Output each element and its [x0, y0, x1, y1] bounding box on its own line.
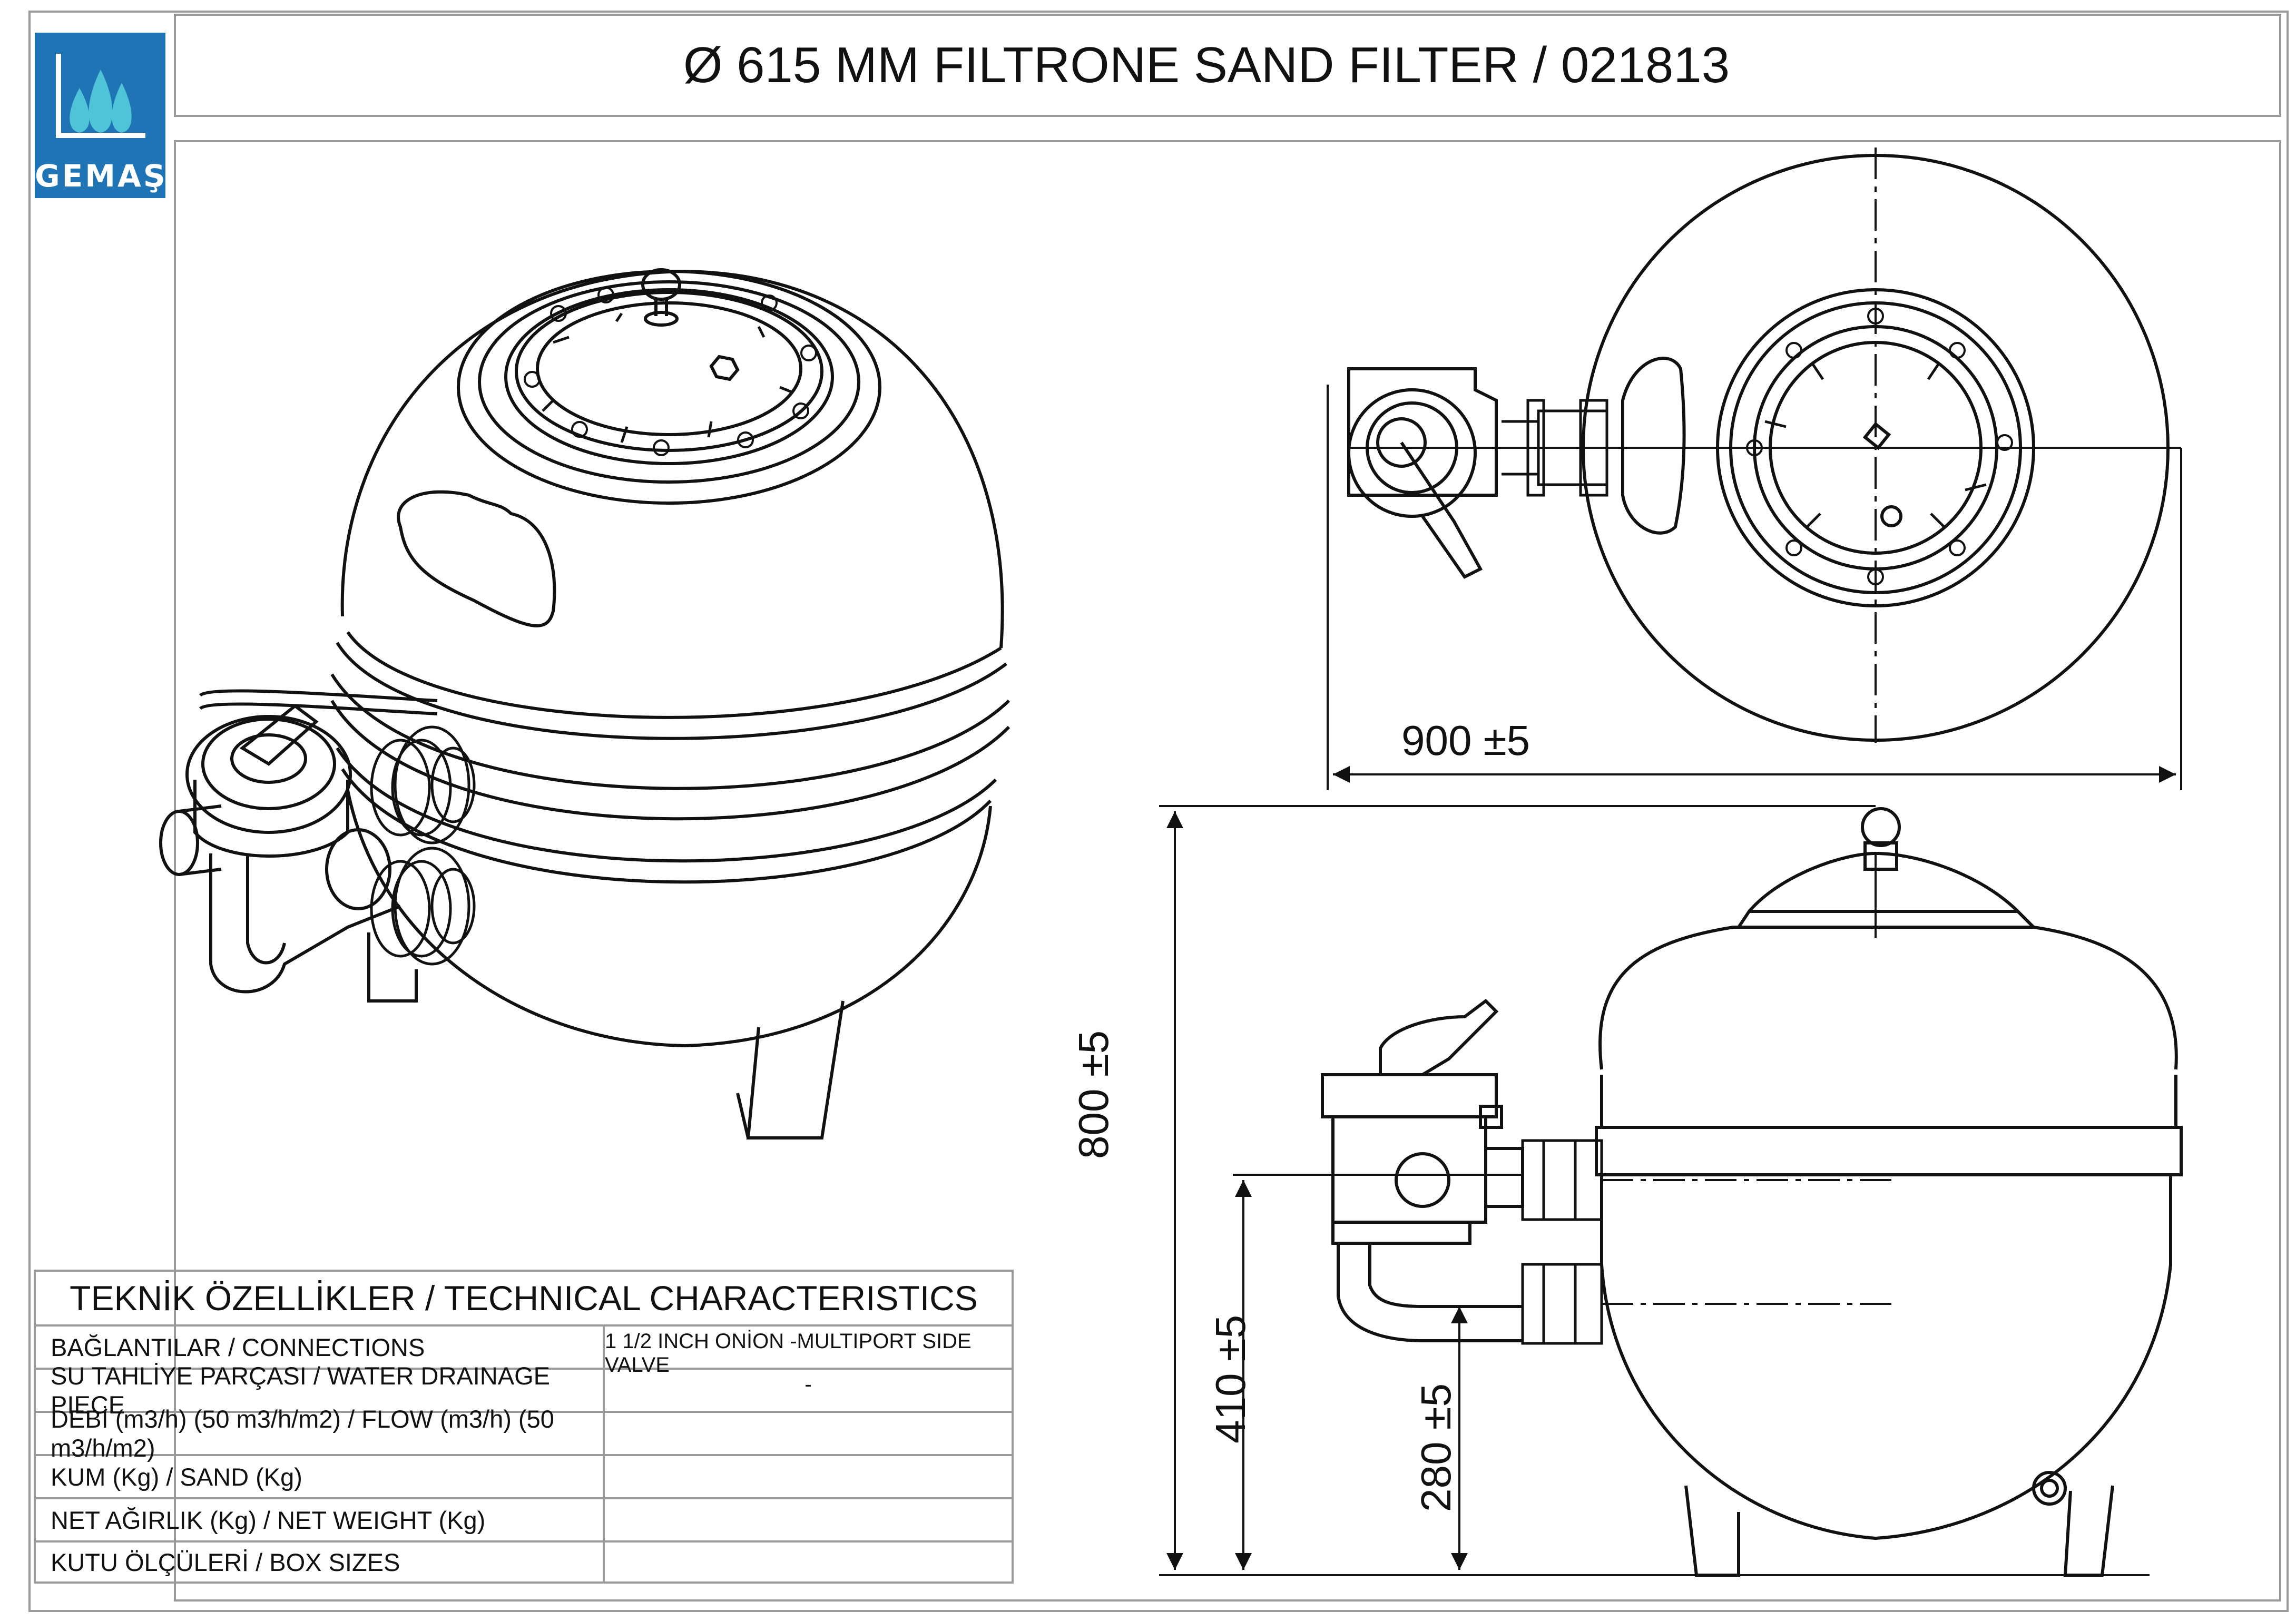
row-label: KUM (Kg) / SAND (Kg) — [36, 1456, 605, 1497]
row-value — [605, 1499, 1012, 1540]
title-frame — [174, 14, 2281, 117]
upper-connection-label: 410 ±5 — [1207, 1314, 1254, 1443]
gemas-logo: GEMAŞ — [35, 33, 165, 198]
row-value — [605, 1413, 1012, 1454]
isometric-view — [159, 268, 1010, 1139]
table-header: TEKNİK ÖZELLİKLER / TECHNICAL CHARACTERI… — [34, 1270, 1014, 1324]
drawing-frame — [174, 140, 2281, 1602]
technical-characteristics-table: TEKNİK ÖZELLİKLER / TECHNICAL CHARACTERI… — [34, 1270, 1014, 1584]
width-dimension — [1327, 385, 2182, 790]
side-view — [1321, 807, 2183, 1577]
row-value — [605, 1543, 1012, 1581]
row-label: NET AĞIRLIK (Kg) / NET WEIGHT (Kg) — [36, 1499, 605, 1540]
height-label: 800 ±5 — [1070, 1030, 1117, 1159]
row-label: BAĞLANTILAR / CONNECTIONS — [36, 1327, 605, 1368]
top-view — [1347, 148, 2181, 743]
table-row: DEBİ (m3/h) (50 m3/h/m2) / FLOW (m3/h) (… — [34, 1405, 1014, 1462]
lower-connection-label: 280 ±5 — [1412, 1383, 1459, 1512]
water-drops-logo-icon — [56, 54, 145, 138]
height-dimensions — [1159, 805, 1876, 1576]
logo-text: GEMAŞ — [35, 158, 168, 194]
row-label: KUTU ÖLÇÜLERİ / BOX SIZES — [36, 1543, 605, 1581]
row-label: DEBİ (m3/h) (50 m3/h/m2) / FLOW (m3/h) (… — [36, 1405, 605, 1462]
row-value: 1 1/2 INCH ONİON -MULTIPORT SIDE VALVE — [605, 1330, 972, 1377]
table-row: NET AĞIRLIK (Kg) / NET WEIGHT (Kg) — [34, 1497, 1014, 1540]
width-label: 900 ±5 — [1401, 717, 1530, 764]
table-row: KUTU ÖLÇÜLERİ / BOX SIZES — [34, 1540, 1014, 1584]
row-value — [605, 1456, 1012, 1497]
row-value: - — [804, 1373, 812, 1396]
page-title: Ø 615 MM FILTRONE SAND FILTER / 021813 — [683, 37, 1730, 93]
table-row: KUM (Kg) / SAND (Kg) — [34, 1454, 1014, 1497]
outer-frame — [28, 11, 2289, 1612]
